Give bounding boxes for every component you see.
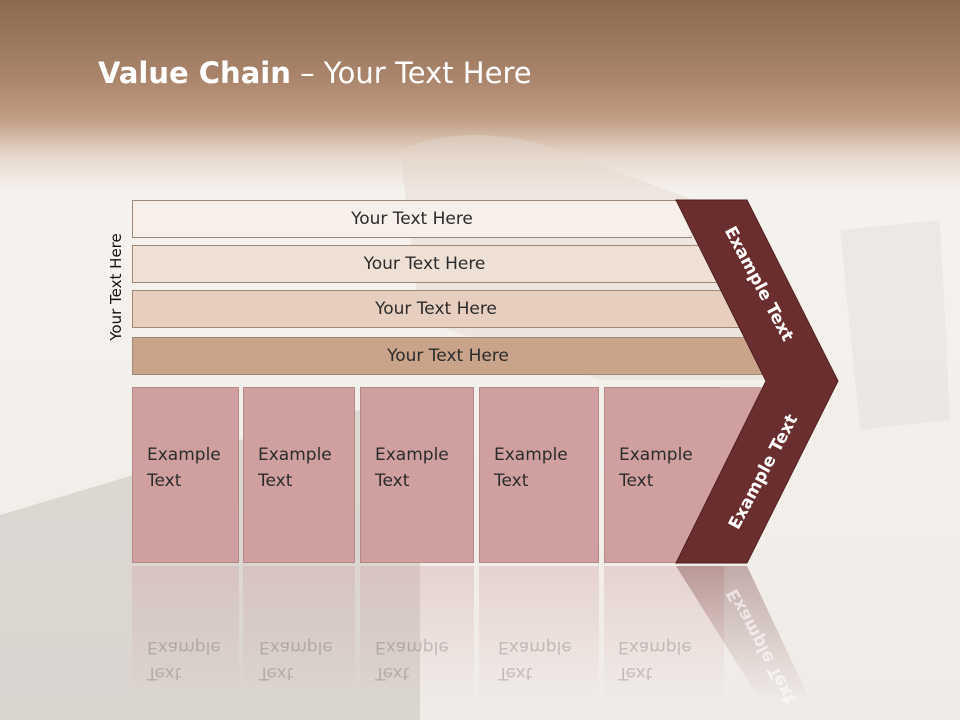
column-4-line1: Example xyxy=(494,445,568,465)
column-5-line2: Text xyxy=(619,471,654,491)
column-reflection xyxy=(479,566,599,700)
header-band xyxy=(0,0,960,190)
bar-1-label: Your Text Here xyxy=(351,209,473,229)
column-reflection xyxy=(132,566,239,700)
chevron-reflection xyxy=(676,566,810,700)
slide-title: Value Chain – Your Text Here xyxy=(98,56,532,90)
column-1-line2: Text xyxy=(147,471,182,491)
column-reflection xyxy=(360,566,474,700)
column-4-line2: Text xyxy=(494,471,529,491)
column-3-line1: Example xyxy=(375,445,449,465)
bar-4-label: Your Text Here xyxy=(387,346,509,366)
bar-1: Your Text Here xyxy=(132,200,692,238)
column-1-line1: Example xyxy=(147,445,221,465)
bar-3-label: Your Text Here xyxy=(375,299,497,319)
column-2-line2: Text xyxy=(258,471,293,491)
bar-3: Your Text Here xyxy=(132,290,740,328)
bar-2-label: Your Text Here xyxy=(363,254,486,274)
column-reflection xyxy=(243,566,355,700)
chevron xyxy=(675,199,839,564)
column-2-line1: Example xyxy=(258,445,332,465)
column-5-line1: Example xyxy=(619,445,693,465)
bar-4: Your Text Here xyxy=(132,337,764,375)
column-3-line2: Text xyxy=(375,471,410,491)
